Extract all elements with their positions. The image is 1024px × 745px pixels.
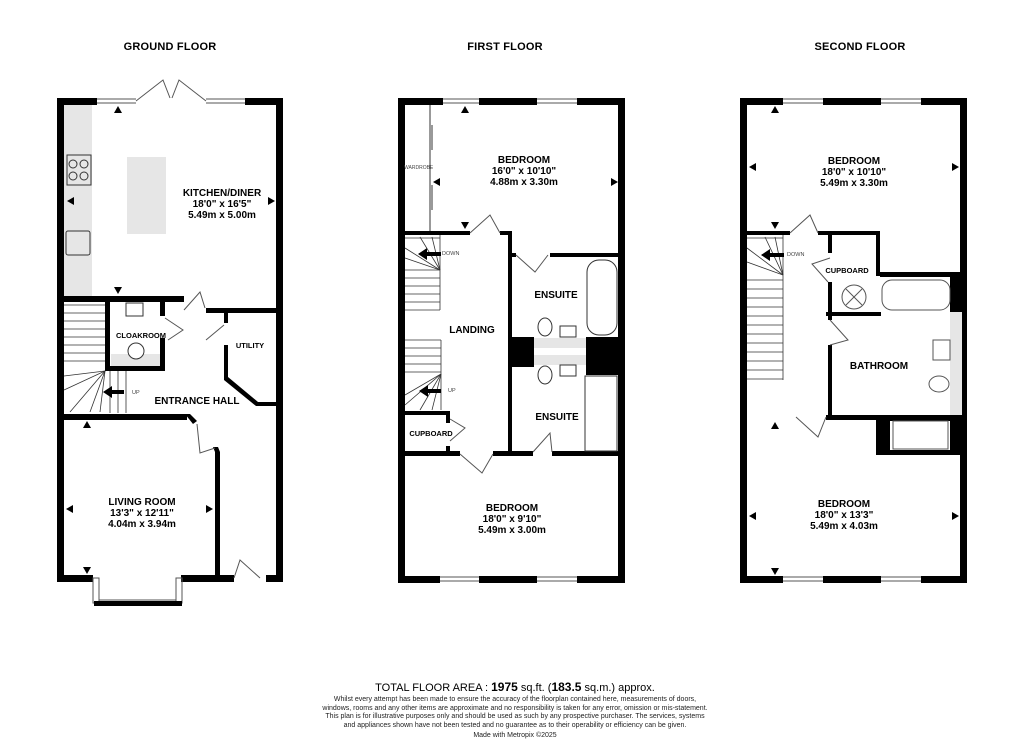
kitchen-island	[127, 157, 166, 234]
room-dimension-metric: 5.49m x 5.00m	[188, 210, 256, 221]
ensuite-basin-icon	[559, 364, 577, 377]
room-ensuite-1: ENSUITE	[534, 290, 578, 301]
second-floor-stairs	[746, 235, 784, 380]
room-dimension-imperial: 18'0" x 10'10"	[821, 167, 887, 178]
room-bedroom-1f-rear: BEDROOM 18'0" x 9'10" 5.49m x 3.00m	[478, 503, 546, 536]
room-utility: UTILITY	[235, 341, 265, 350]
cloakroom-basin-icon	[125, 302, 144, 317]
room-name: KITCHEN/DINER	[182, 188, 262, 199]
room-cloakroom: CLOAKROOM	[116, 331, 166, 340]
room-dimension-metric: 4.04m x 3.94m	[108, 519, 176, 530]
ensuite-basin-icon	[559, 325, 577, 338]
ensuite-toilet-icon	[537, 317, 553, 337]
floorplan-footer: TOTAL FLOOR AREA : 1975 sq.ft. (183.5 sq…	[320, 680, 710, 741]
room-name: BEDROOM	[497, 155, 551, 166]
total-area-sqft: 1975	[491, 680, 518, 694]
room-bedroom-1f-front: BEDROOM 16'0" x 10'10" 4.88m x 3.30m	[490, 155, 558, 188]
cloakroom-toilet-icon	[127, 342, 145, 360]
total-area-sqm-open: (	[544, 682, 552, 694]
total-floor-area: TOTAL FLOOR AREA : 1975 sq.ft. (183.5 sq…	[320, 680, 710, 694]
wardrobe-label: WARDROBE	[404, 165, 434, 171]
room-name: BEDROOM	[485, 503, 539, 514]
room-name: LIVING ROOM	[108, 497, 176, 508]
total-area-sqm: 183.5	[551, 680, 582, 694]
stairs-down-label: DOWN	[787, 252, 805, 258]
room-ensuite-2: ENSUITE	[535, 412, 579, 423]
ground-stairs	[63, 304, 127, 413]
second-floor-title: SECOND FLOOR	[814, 41, 906, 53]
room-bathroom: BATHROOM	[849, 361, 909, 372]
room-dimension-imperial: 18'0" x 9'10"	[482, 514, 542, 525]
total-area-sqft-unit: sq.ft.	[517, 682, 545, 694]
dimension-arrows	[66, 106, 275, 574]
room-dimension-metric: 5.49m x 4.03m	[810, 521, 878, 532]
room-bedroom-2f-rear: BEDROOM 18'0" x 13'3" 5.49m x 4.03m	[810, 499, 878, 532]
ensuite-toilet-icon	[537, 365, 553, 385]
room-cupboard-1f: CUPBOARD	[409, 429, 453, 438]
ground-floor-plan	[57, 79, 283, 606]
metropix-credit: Made with Metropix ©2025	[473, 732, 557, 740]
room-dimension-metric: 5.49m x 3.00m	[478, 525, 546, 536]
room-landing: LANDING	[449, 325, 495, 336]
room-dimension-imperial: 16'0" x 10'10"	[491, 166, 557, 177]
stairs-down-label: DOWN	[442, 251, 460, 257]
stairs-up-arrow-icon	[419, 385, 441, 397]
kitchen-sink-icon	[65, 230, 91, 256]
stairs-up-label: UP	[132, 390, 140, 396]
room-name: BEDROOM	[817, 499, 871, 510]
room-entrance-hall: ENTRANCE HALL	[154, 396, 240, 407]
ground-floor-title: GROUND FLOOR	[123, 41, 217, 53]
room-name: BEDROOM	[827, 156, 881, 167]
ensuite-bath-icon	[586, 259, 618, 336]
total-area-sqm-unit: sq.m.) approx.	[581, 682, 655, 694]
stairs-up-arrow-icon	[103, 386, 124, 398]
first-floor-stairs	[404, 235, 442, 411]
room-kitchen-diner: KITCHEN/DINER 18'0" x 16'5" 5.49m x 5.00…	[183, 188, 261, 221]
room-dimension-metric: 5.49m x 3.30m	[820, 178, 888, 189]
hob-icon	[66, 154, 92, 186]
ensuite-shower-icon	[584, 375, 618, 452]
room-dimension-imperial: 18'0" x 13'3"	[814, 510, 874, 521]
total-area-prefix: TOTAL FLOOR AREA :	[375, 682, 492, 694]
first-floor-plan	[398, 98, 625, 583]
first-floor-title: FIRST FLOOR	[467, 41, 543, 53]
room-living-room: LIVING ROOM 13'3" x 12'11" 4.04m x 3.94m	[108, 497, 176, 530]
stairs-down-arrow-icon	[761, 249, 784, 261]
room-cupboard-2f: CUPBOARD	[825, 266, 869, 275]
second-floor-plan	[740, 98, 967, 583]
disclaimer-text: Whilst every attempt has been made to en…	[322, 696, 708, 729]
room-dimension-imperial: 13'3" x 12'11"	[110, 508, 174, 519]
room-dimension-metric: 4.88m x 3.30m	[490, 177, 558, 188]
stairs-down-arrow-icon	[418, 248, 441, 260]
bathroom-worktop	[950, 312, 962, 415]
room-bedroom-2f-front: BEDROOM 18'0" x 10'10" 5.49m x 3.30m	[820, 156, 888, 189]
room-dimension-imperial: 18'0" x 16'5"	[192, 199, 252, 210]
stairs-up-label: UP	[448, 388, 456, 394]
